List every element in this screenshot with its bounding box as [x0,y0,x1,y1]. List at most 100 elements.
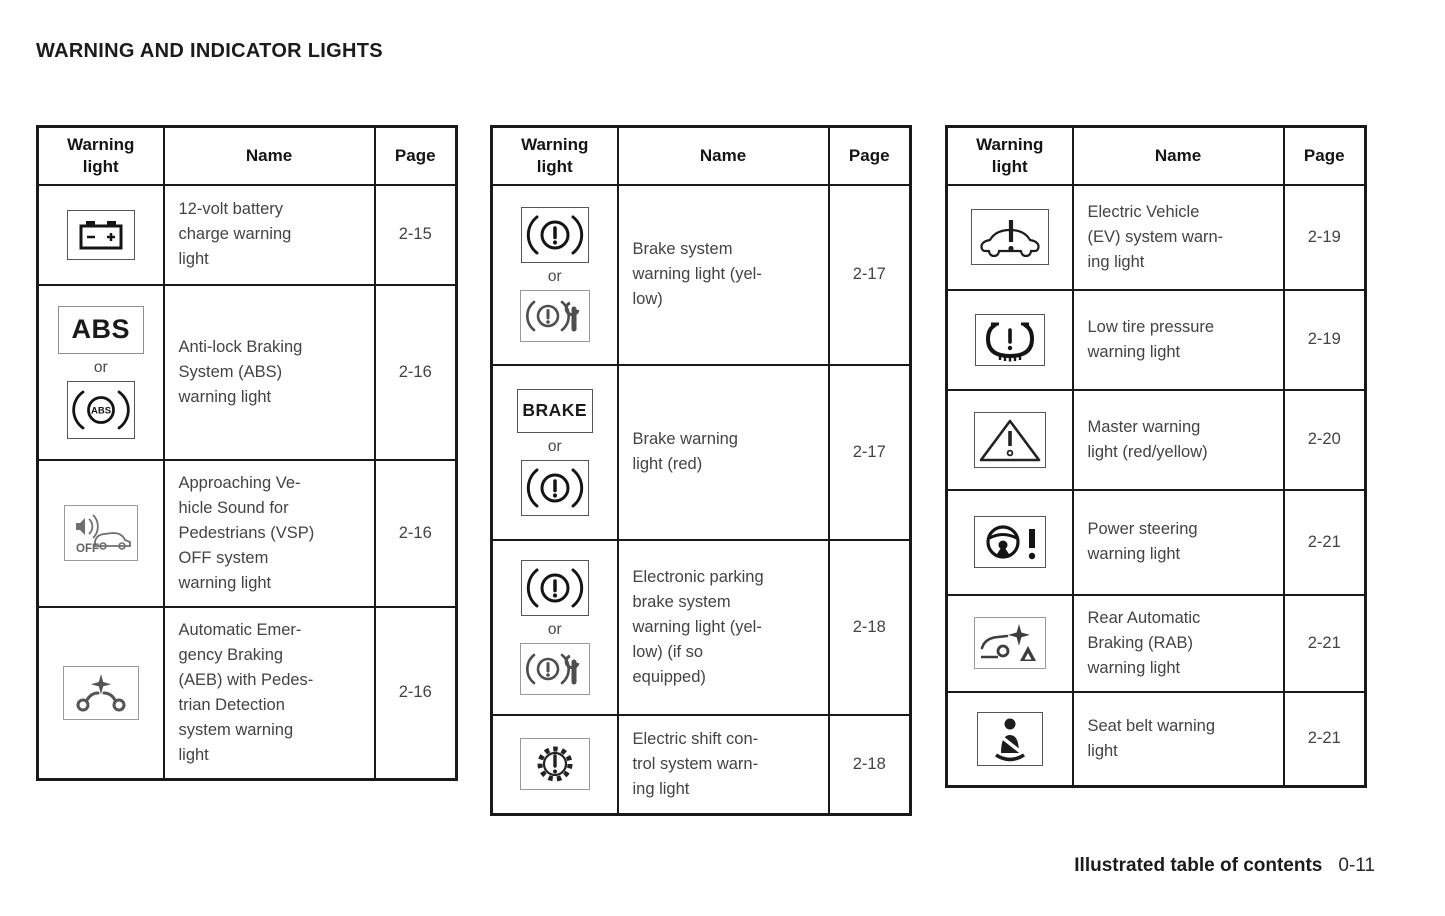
aeb-pedestrian-icon [76,673,126,711]
footer-section-label: Illustrated table of contents [1074,855,1323,876]
warning-light-cell [490,713,619,816]
table-row: Electric Vehicle (EV) system warn- ing l… [945,183,1367,291]
table-row: ABS or ABS Anti-lock Braking System (ABS… [36,283,458,461]
brake-text-indicator: BRAKE [516,388,593,433]
page-ref: 2-21 [1282,593,1367,693]
brake-malfunction-wrench-icon [525,300,580,332]
brake-malfunction-icon-box [519,290,590,342]
abs-circle-label: ABS [91,405,111,416]
warning-name: Anti-lock Braking System (ABS) warning l… [162,283,376,461]
warning-name: Rear Automatic Braking (RAB) warning lig… [1071,593,1285,693]
warning-name: Electronic parking brake system warning … [616,538,830,716]
table-row: Master warning light (red/yellow) 2-20 [945,388,1367,491]
warning-light-cell [36,605,165,780]
electric-shift-icon-box [519,738,590,791]
page-ref: 2-15 [373,183,458,286]
warning-name: Seat belt warning light [1071,690,1285,788]
warning-name: Power steering warning light [1071,488,1285,596]
table-row: Electric shift con- trol system warn- in… [490,713,912,816]
page-ref: 2-18 [827,713,912,816]
or-separator: or [547,268,562,285]
table-row: Low tire pressure warning light 2-19 [945,288,1367,391]
page-title: WARNING AND INDICATOR LIGHTS [36,40,383,62]
page-ref: 2-19 [1282,288,1367,391]
warning-light-cell [36,183,165,286]
warning-name: Low tire pressure warning light [1071,288,1285,391]
abs-label: ABS [71,314,130,344]
warning-name: 12-volt battery charge warning light [162,183,376,286]
power-steering-icon [986,525,1035,560]
col-header-page: Page [827,125,912,186]
header-row: Warning light Name Page [490,125,912,186]
page-ref: 2-21 [1282,690,1367,788]
or-separator: or [547,620,562,638]
brake-warning-icon-box [520,559,589,616]
abs-circle-icon-box: ABS [66,380,135,439]
header-row: Warning light Name Page [945,125,1367,186]
warning-light-cell: or [490,538,619,716]
table-row: Seat belt warning light 2-21 [945,690,1367,788]
rab-icon-box [973,617,1046,669]
ev-warning-icon-box [970,209,1049,265]
aeb-icon-box [62,665,139,720]
table-row: OFF Approaching Ve- hicle Sound for Pede… [36,458,458,608]
warning-name: Automatic Emer- gency Braking (AEB) with… [162,605,376,780]
col-header-warning-light: Warning light [490,125,619,186]
table-row: Power steering warning light 2-21 [945,488,1367,596]
warning-light-cell: BRAKE or [490,363,619,541]
warning-name: Brake system warning light (yel- low) [616,183,830,366]
page-ref: 2-20 [1282,388,1367,491]
footer-page-number: 0-11 [1338,855,1375,876]
abs-text-indicator: ABS [57,305,144,354]
brake-warning-icon [526,215,583,255]
warning-light-cell: ABS or ABS [36,283,165,461]
warning-lights-table-3: Warning light Name Page Electric Vehicle… [945,125,1367,788]
page-ref: 2-16 [373,458,458,608]
low-tire-pressure-icon [985,322,1034,361]
master-warning-triangle-icon [979,419,1041,461]
rear-automatic-braking-icon [980,624,1036,661]
warning-name: Approaching Ve- hicle Sound for Pedestri… [162,458,376,608]
warning-lights-table-2: Warning light Name Page or [490,125,912,816]
page-footer: Illustrated table of contents 0-11 [1074,855,1375,877]
table-row: BRAKE or Brake warning light (red) 2-17 [490,363,912,541]
brake-malfunction-wrench-icon [525,653,580,684]
warning-name: Master warning light (red/yellow) [1071,388,1285,491]
warning-light-cell [945,388,1074,491]
brake-warning-icon-box [520,207,589,263]
table-row: or Brake system warning light (yel- low)… [490,183,912,366]
warning-name: Electric Vehicle (EV) system warn- ing l… [1071,183,1285,291]
or-separator: or [547,437,562,455]
warning-lights-table-1: Warning light Name Page 12-volt battery [36,125,458,781]
table-row: Automatic Emer- gency Braking (AEB) with… [36,605,458,780]
abs-circle-icon: ABS [72,390,130,429]
brake-warning-icon [526,568,583,607]
power-steering-icon-box [973,516,1046,568]
table-row: 12-volt battery charge warning light 2-1… [36,183,458,286]
tpms-icon-box [974,313,1045,366]
warning-light-cell [945,593,1074,693]
brake-warning-icon [526,468,583,507]
ev-system-warning-icon [980,220,1040,258]
warning-light-cell [945,288,1074,391]
warning-light-cell: OFF [36,458,165,608]
col-header-name: Name [1071,125,1285,186]
warning-name: Electric shift con- trol system warn- in… [616,713,830,816]
seat-belt-icon-box [976,711,1043,766]
warning-name: Brake warning light (red) [616,363,830,541]
page-ref: 2-17 [827,183,912,366]
page-ref: 2-21 [1282,488,1367,596]
page-ref: 2-18 [827,538,912,716]
col-header-warning-light: Warning light [945,125,1074,186]
vsp-off-icon-box: OFF [63,505,138,561]
table-row: Rear Automatic Braking (RAB) warning lig… [945,593,1367,693]
col-header-page: Page [1282,125,1367,186]
vsp-off-icon: OFF [75,514,131,555]
brake-warning-icon-box [520,459,589,516]
or-separator: or [93,358,108,376]
warning-light-cell [945,690,1074,788]
col-header-page: Page [373,125,458,186]
col-header-warning-light: Warning light [36,125,165,186]
electric-shift-gear-icon [537,746,573,782]
